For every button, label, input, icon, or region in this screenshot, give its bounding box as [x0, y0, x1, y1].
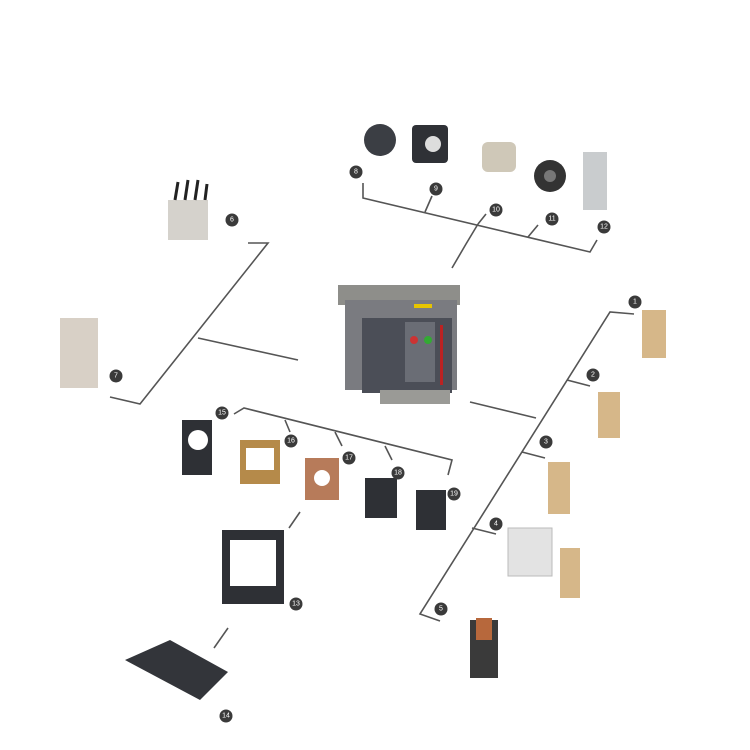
shunt-release-1: [642, 310, 666, 358]
interlock-12: [583, 152, 607, 210]
module-19: [416, 490, 446, 530]
rotary-handle-8: [364, 124, 396, 156]
label-8: 8: [349, 165, 363, 179]
label-17: 17: [342, 451, 356, 465]
shutter-14: [125, 640, 228, 700]
terminal-block-7: [60, 318, 98, 388]
delay-unit-4: [507, 527, 553, 577]
label-5: 5: [434, 602, 448, 616]
label-13: 13: [289, 597, 303, 611]
coil-4b: [560, 548, 580, 598]
auxiliary-contacts-6: [168, 200, 208, 240]
label-10: 10: [489, 203, 503, 217]
label-15: 15: [215, 406, 229, 420]
connector-lines: [109, 183, 635, 649]
label-2: 2: [586, 368, 600, 382]
label-3: 3: [539, 435, 553, 449]
label-14: 14: [219, 709, 233, 723]
air-circuit-breaker: [338, 285, 460, 404]
module-18: [365, 478, 397, 518]
label-7: 7: [109, 369, 123, 383]
label-1: 1: [628, 295, 642, 309]
undervoltage-release-3: [548, 462, 570, 514]
label-6: 6: [225, 213, 239, 227]
label-12: 12: [597, 220, 611, 234]
label-4: 4: [489, 517, 503, 531]
label-19: 19: [447, 487, 461, 501]
closing-coil-2: [598, 392, 620, 438]
label-9: 9: [429, 182, 443, 196]
label-18: 18: [391, 466, 405, 480]
key-lock-10: [482, 142, 516, 172]
label-16: 16: [284, 434, 298, 448]
label-11: 11: [545, 212, 559, 226]
